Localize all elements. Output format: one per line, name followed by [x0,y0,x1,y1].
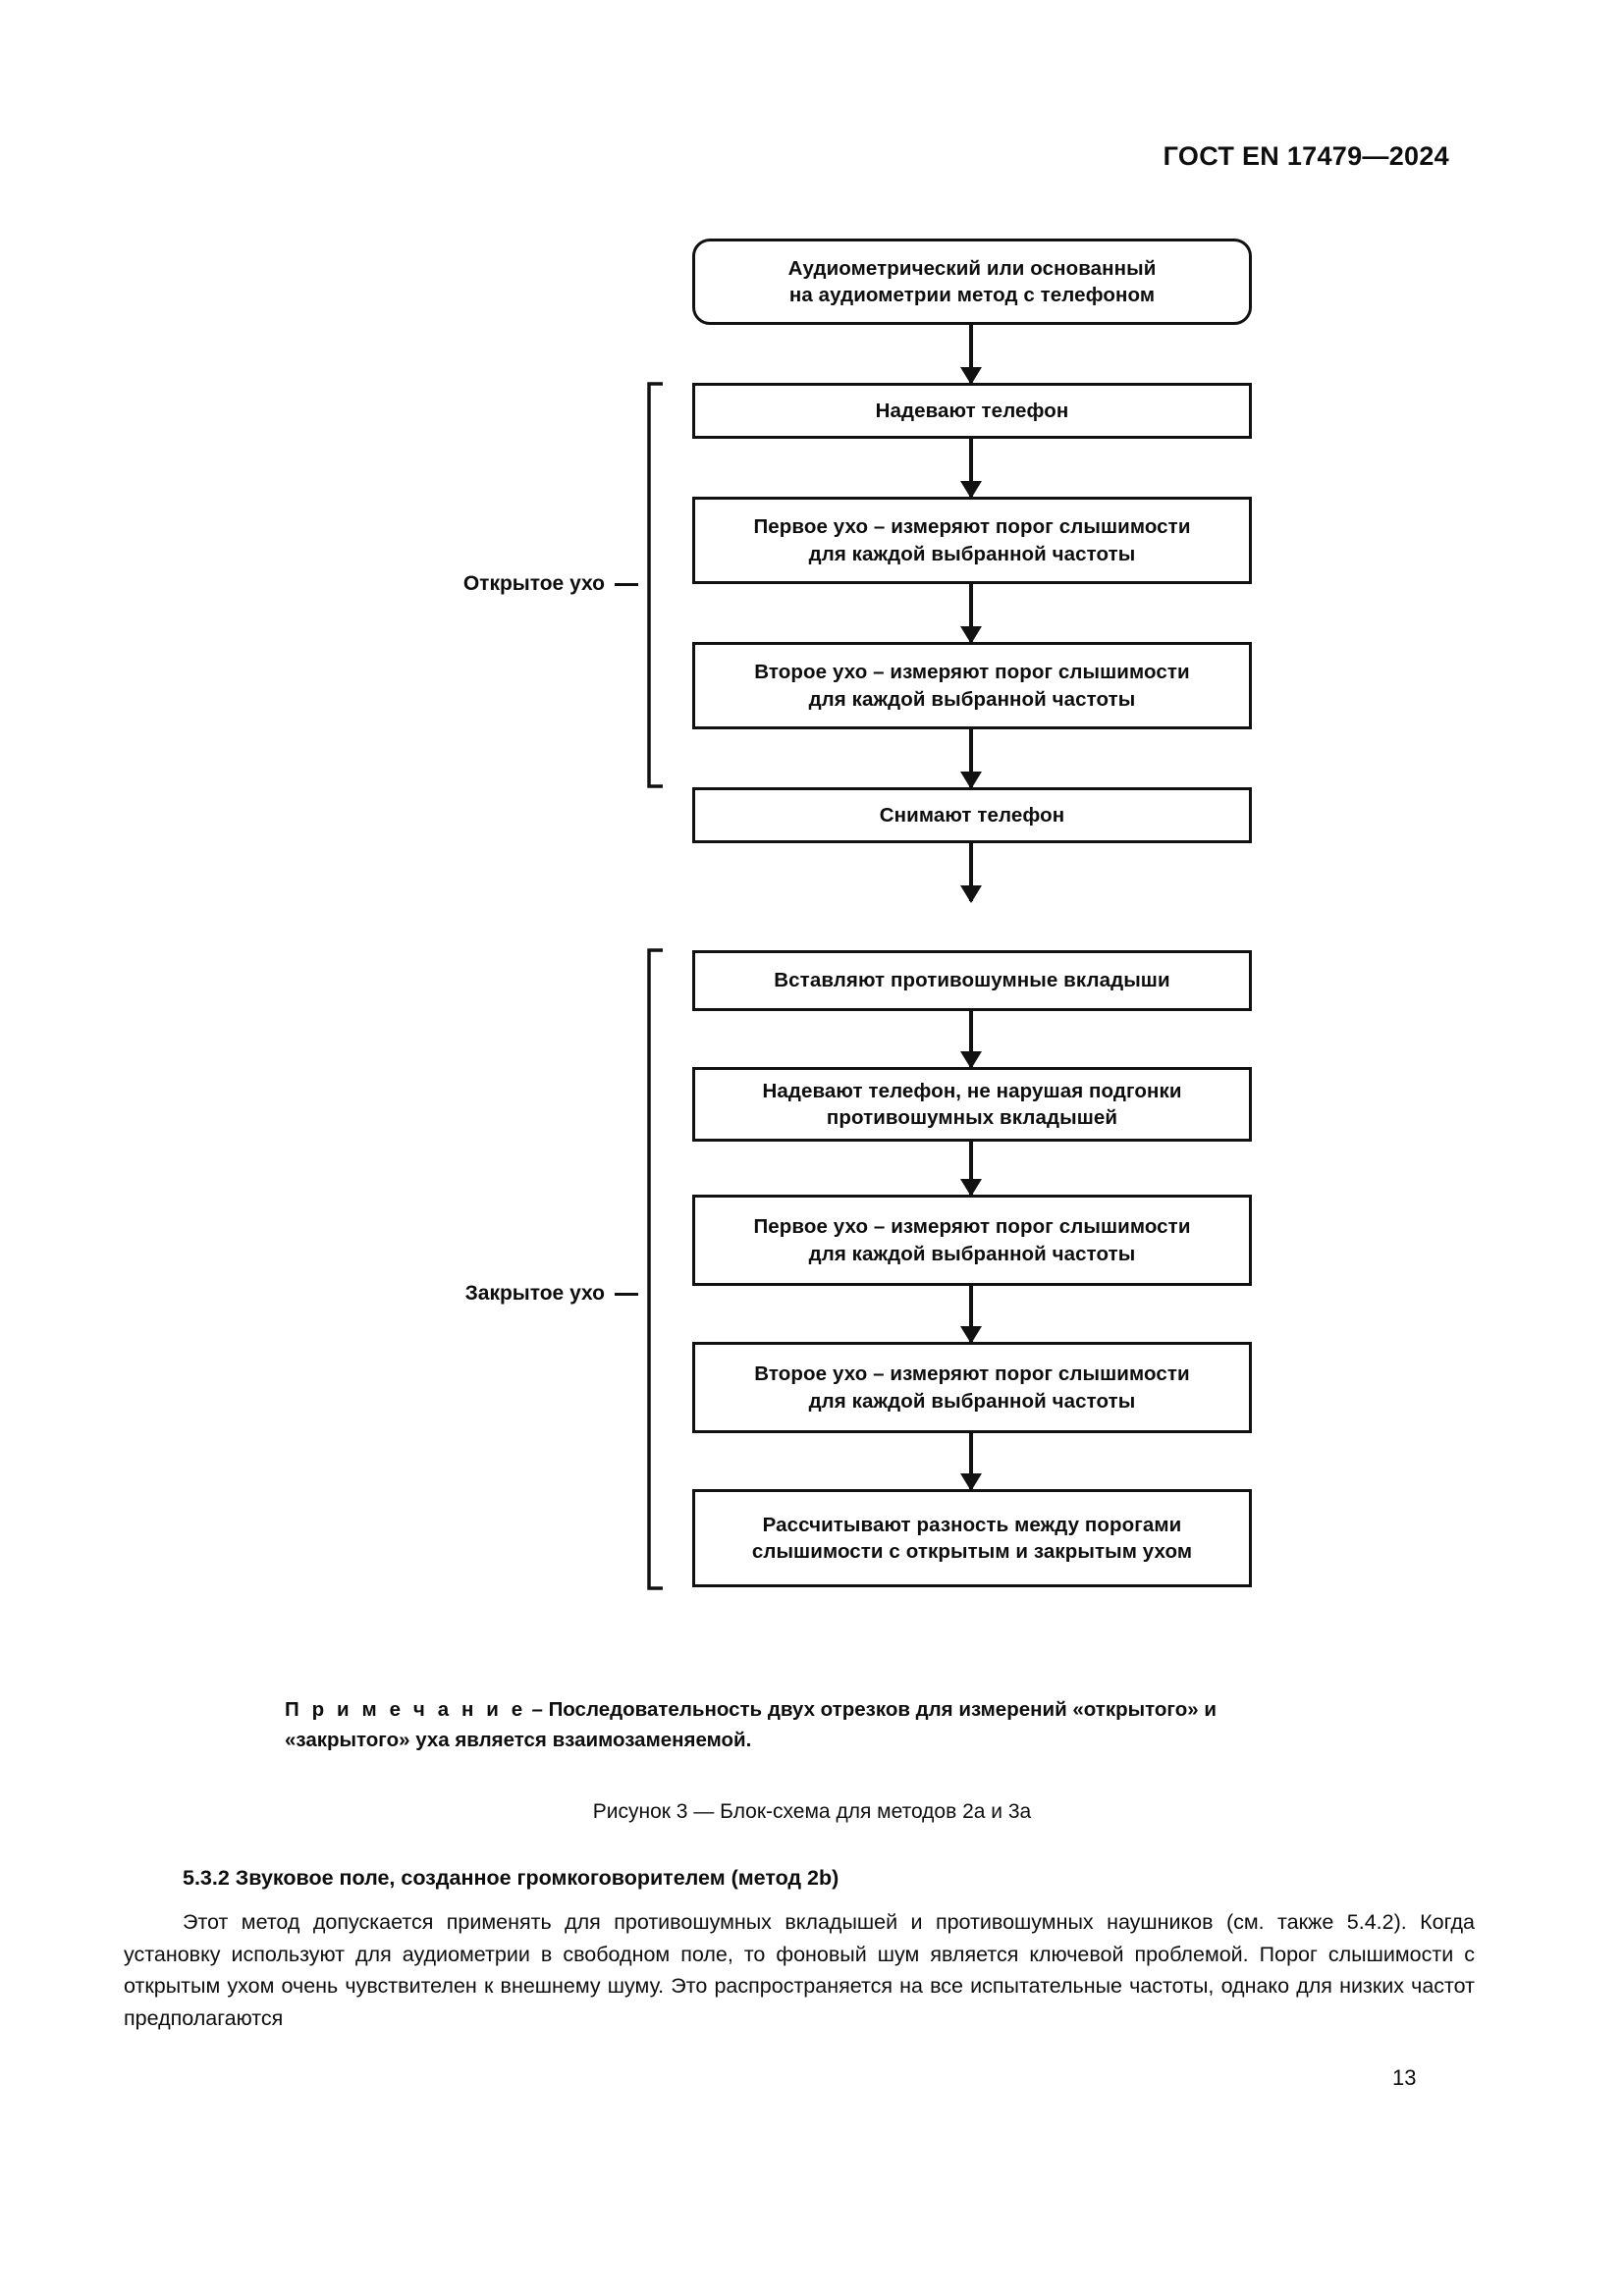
figure-note-label: П р и м е ч а н и е [285,1698,526,1721]
flow-node-calculate-difference-label: Рассчитывают разность между порогами слы… [751,1513,1193,1563]
flow-node-insert-earplugs: Вставляют противошумные вкладыши [692,950,1252,1011]
flow-node-open-second-ear-label: Второе ухо – измеряют порог слышимости д… [754,661,1190,711]
group-label-closed-ear: Закрытое ухо [464,1282,605,1305]
flow-node-remove-phone-label: Снимают телефон [879,803,1065,827]
flow-arrow-remove-phone-to-insert-earplugs [969,843,973,901]
page-number: 13 [1392,2065,1417,2090]
flow-node-closed-second-ear-label: Второе ухо – измеряют порог слышимости д… [754,1362,1190,1413]
group-label-open-ear: Открытое ухо [462,572,605,595]
flow-arrow-closed-first-to-second-ear [969,1286,973,1342]
flow-node-calculate-difference: Рассчитывают разность между порогами слы… [692,1489,1252,1587]
flow-node-put-on-phone-2: Надевают телефон, не нарушая подгонки пр… [692,1067,1252,1142]
flow-node-open-first-ear: Первое ухо – измеряют порог слышимости д… [692,497,1252,584]
section-paragraph: Этот метод допускается применять для про… [124,1910,1475,2031]
flow-node-closed-first-ear: Первое ухо – измеряют порог слышимости д… [692,1195,1252,1286]
figure-note-body: – Последовательность двух отрезков для и… [285,1698,1217,1752]
section-body-text: Этот метод допускается применять для про… [124,1906,1475,2035]
closed-ear-brace-tick-icon [615,1293,638,1296]
flow-node-closed-first-ear-label: Первое ухо – измеряют порог слышимости д… [753,1215,1191,1265]
figure-3-flowchart: Аудиометрический или основанный на аудио… [0,0,1624,1688]
flow-node-open-first-ear-label: Первое ухо – измеряют порог слышимости д… [753,515,1191,565]
flow-node-put-on-phone: Надевают телефон [692,383,1252,439]
open-ear-brace-tick-icon [615,583,638,586]
figure-caption: Рисунок 3 — Блок-схема для методов 2a и … [592,1800,1032,1823]
flow-node-put-on-phone-2-label: Надевают телефон, не нарушая подгонки пр… [762,1079,1182,1129]
closed-ear-brace-icon [637,948,663,1590]
document-header-standard-number: ГОСТ EN 17479—2024 [1163,141,1449,171]
section-heading-5-3-2: 5.3.2 Звуковое поле, созданное громкогов… [183,1866,839,1890]
flow-arrow-open-first-to-second-ear [969,584,973,642]
flow-node-insert-earplugs-label: Вставляют противошумные вкладыши [774,969,1170,992]
flow-node-start: Аудиометрический или основанный на аудио… [692,239,1252,325]
flow-arrow-put-on-phone-2-to-closed-first-ear [969,1142,973,1195]
flow-node-open-second-ear: Второе ухо – измеряют порог слышимости д… [692,642,1252,729]
flow-arrow-closed-second-ear-to-calculate [969,1433,973,1489]
open-ear-brace-icon [637,382,663,788]
flow-arrow-insert-earplugs-to-put-on-phone-2 [969,1011,973,1067]
figure-note: П р и м е ч а н и е – Последовательность… [285,1694,1281,1755]
flow-node-remove-phone: Снимают телефон [692,787,1252,843]
flow-arrow-open-second-ear-to-remove-phone [969,729,973,787]
flow-node-put-on-phone-label: Надевают телефон [875,399,1069,422]
flow-node-start-label: Аудиометрический или основанный на аудио… [787,256,1157,306]
flow-arrow-start-to-put-on-phone [969,325,973,383]
flow-arrow-put-on-phone-to-first-ear [969,439,973,497]
flow-node-closed-second-ear: Второе ухо – измеряют порог слышимости д… [692,1342,1252,1433]
